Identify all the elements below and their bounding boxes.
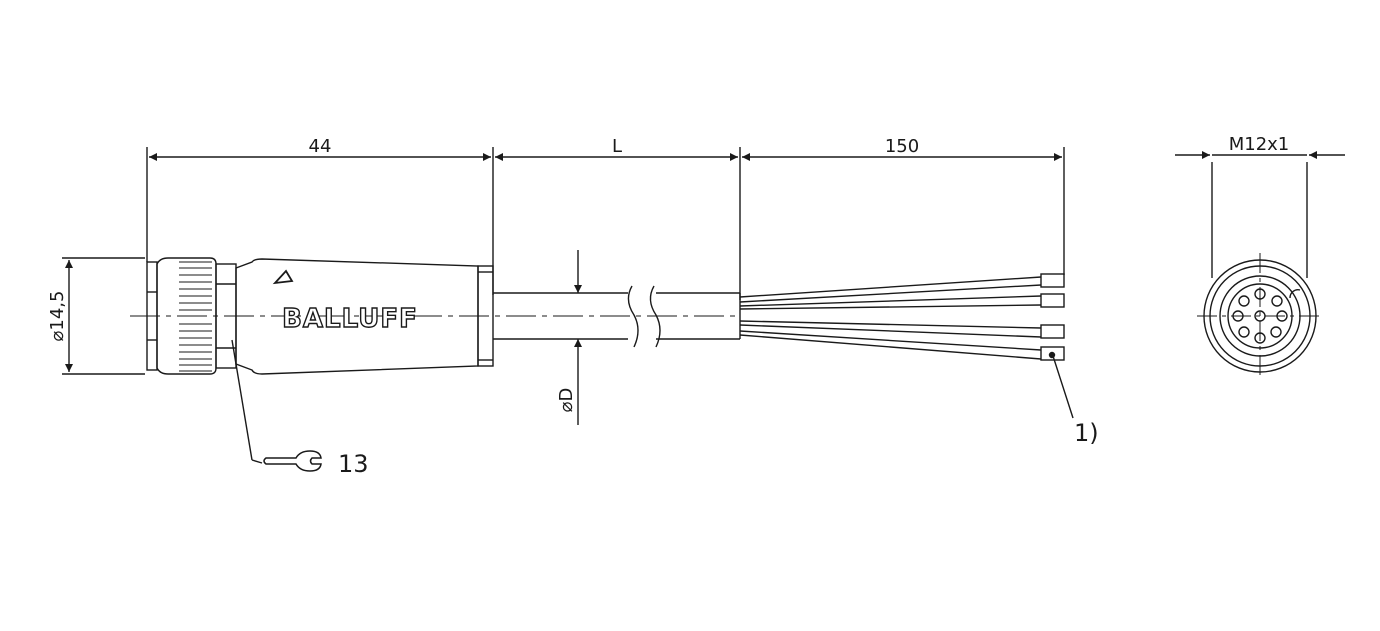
front-view <box>1197 253 1323 379</box>
dim-label-L: L <box>612 136 622 157</box>
wrench-icon <box>263 450 322 472</box>
footnote-ref: 1) <box>1074 419 1099 447</box>
triangle-marker-icon <box>272 269 294 285</box>
wrench-size-label: 13 <box>338 450 369 478</box>
dim-label-cable-diameter: ⌀D <box>556 388 577 413</box>
cable <box>493 285 741 348</box>
contact-pins <box>1232 288 1288 344</box>
footnote-leader <box>1052 355 1074 419</box>
dim-label-diameter: ⌀14,5 <box>47 291 68 342</box>
wrench-leader <box>231 339 263 464</box>
extension-lines <box>62 147 1308 375</box>
knurl-lines <box>179 261 212 372</box>
dim-label-thread: M12x1 <box>1229 134 1290 155</box>
break-mark <box>627 285 661 348</box>
wires <box>739 273 1065 361</box>
dim-label-150: 150 <box>885 136 919 157</box>
brand-logo: BALLUFF <box>282 304 418 334</box>
dim-label-44: 44 <box>309 136 332 157</box>
